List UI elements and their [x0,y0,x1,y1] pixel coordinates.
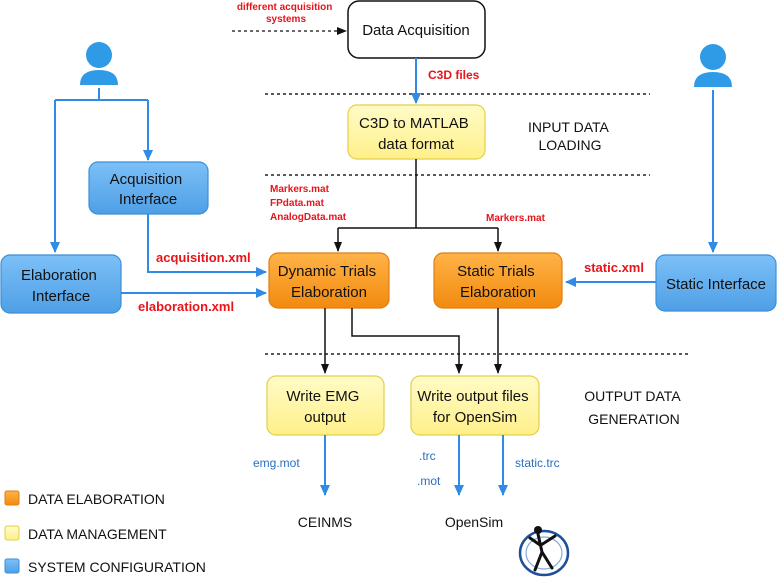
elaboration-interface-label: Elaboration Interface [21,267,101,305]
c3d-to-matlab-label: C3D to MATLAB data format [359,115,473,153]
static-xml-label: static.xml [584,260,644,275]
acquisition-xml-arrow [147,214,267,277]
elaboration-xml-label: elaboration.xml [138,299,234,314]
elaboration-interface-box [0,254,122,314]
write-emg-box [266,375,385,436]
ceinms-label: CEINMS [298,514,352,530]
input-data-loading-label: INPUT DATA LOADING [528,119,612,153]
write-opensim-box [410,375,540,436]
acquisition-systems-note: different acquisition systems [237,2,335,25]
output-data-generation-label: OUTPUT DATA GENERATION [584,388,684,427]
data-acquisition-label: Data Acquisition [362,22,470,39]
opensim-logo-icon [518,526,570,577]
opensim-label: OpenSim [445,514,503,530]
dynamic-to-opensim-arrow [351,308,463,374]
user-icon-right [694,44,732,87]
legend-swatch-orange [4,490,20,506]
legend-swatch-blue [4,558,20,574]
acquisition-interface-label: Acquisition Interface [110,171,187,208]
c3d-files-label: C3D files [428,68,480,82]
dynamic-trials-label: Dynamic Trials Elaboration [278,263,381,301]
dynamic-inputs-label: Markers.mat FPdata.mat AnalogData.mat [270,184,347,223]
static-trc-label: static.trc [515,456,560,470]
acquisition-xml-label: acquisition.xml [156,250,251,265]
static-trials-label: Static Trials Elaboration [457,263,539,301]
legend-label-elaboration: DATA ELABORATION [28,491,165,507]
write-opensim-label: Write output files for OpenSim [417,388,533,426]
user-icon-left [80,42,118,85]
static-input-label: Markers.mat [486,213,546,224]
legend-label-management: DATA MANAGEMENT [28,526,167,542]
trc-label: .trc [419,449,436,463]
emg-mot-label: emg.mot [253,456,300,470]
static-interface-label: Static Interface [666,276,766,293]
dynamic-trials-box [268,252,390,309]
legend-swatch-yellow [4,525,20,541]
legend-label-configuration: SYSTEM CONFIGURATION [28,559,206,575]
write-emg-label: Write EMG output [286,388,363,426]
mot-label: .mot [417,474,441,488]
legend: DATA ELABORATION DATA MANAGEMENT SYSTEM … [4,490,206,575]
